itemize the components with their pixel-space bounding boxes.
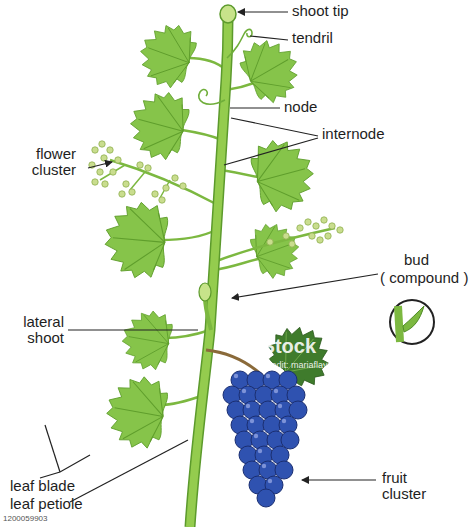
part-label: leaf blade: [10, 478, 130, 494]
part-label: fruit cluster: [382, 470, 442, 502]
part-label: ( compound ): [380, 270, 474, 286]
part-label: lateral shoot: [0, 314, 64, 346]
part-label: flower cluster: [6, 146, 76, 178]
main-stem: [190, 18, 228, 527]
leader-lines: [40, 12, 378, 502]
lateral-shoot: [205, 298, 211, 330]
bud-detail: [390, 300, 434, 344]
tendril: [199, 89, 225, 104]
grape-highlights: [234, 374, 286, 483]
flower-cluster-left: [89, 141, 218, 205]
lateral-shoot-tip: [199, 283, 211, 301]
watermark: iStock: [256, 335, 376, 357]
part-label: bud: [404, 252, 464, 268]
part-label: internode: [322, 126, 442, 142]
part-label: node: [284, 99, 384, 115]
image-id: 1200059903: [3, 514, 103, 524]
main-stem-outline: [190, 18, 228, 527]
tendril: [227, 29, 252, 58]
part-label: leaf petiole: [10, 496, 130, 512]
watermark: Credit: mariaflaya: [262, 360, 402, 371]
part-label: tendril: [292, 30, 412, 46]
flower-cluster-right: [214, 217, 343, 262]
part-label: shoot tip: [292, 3, 412, 19]
shoot-tip-bud: [220, 5, 236, 23]
grape-berries: [223, 371, 307, 507]
